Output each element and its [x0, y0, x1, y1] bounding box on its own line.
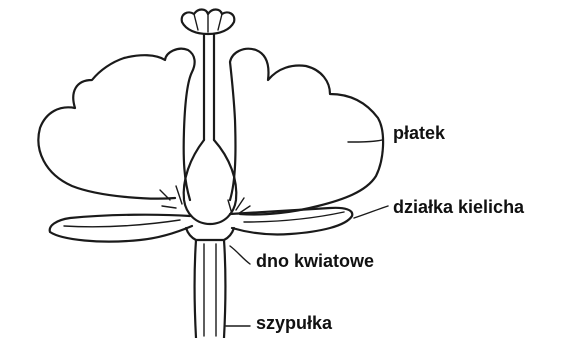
style	[204, 34, 214, 140]
leader-receptacle	[230, 246, 250, 264]
label-pedicel: szypułka	[256, 314, 332, 332]
label-receptacle: dno kwiatowe	[256, 252, 374, 270]
left-petal	[38, 49, 194, 200]
receptacle	[186, 228, 234, 240]
right-petal	[230, 49, 383, 215]
leader-sepal	[354, 206, 388, 218]
left-sepal	[50, 215, 192, 242]
label-sepal: działka kielicha	[393, 198, 524, 216]
leader-petal	[348, 140, 382, 142]
label-petal: płatek	[393, 124, 445, 142]
ovary	[184, 140, 237, 224]
pedicel	[195, 240, 226, 338]
